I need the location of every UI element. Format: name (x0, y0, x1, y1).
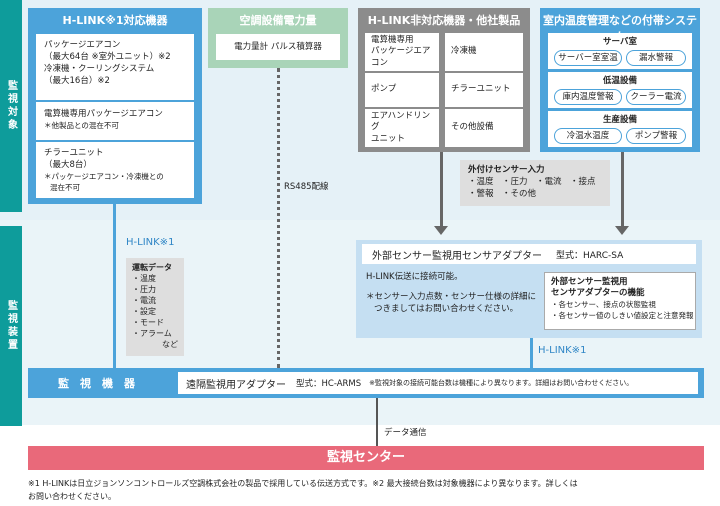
arrow-line-right (621, 152, 624, 228)
rs485-label: RS485配線 (284, 182, 329, 192)
ancillary-group-production: 生産設備 冷温水温度 ポンプ警報 (548, 111, 692, 147)
hlink-line-right (530, 338, 533, 370)
monitoring-center-bar: 監視センター (28, 446, 704, 470)
run-data-item: ・温度 (132, 274, 156, 283)
adapter-func-item: ・各センサー、接点の状態監視 (551, 300, 656, 309)
remote-adapter-note: ※監視対象の接続可能台数は機種により異なります。詳細はお問い合わせください。 (369, 379, 634, 387)
remote-adapter-box: 遠隔監視用アダプター 型式：HC-ARMS ※監視対象の接続可能台数は機種により… (178, 372, 698, 394)
hlink-box-chiller: チラーユニット （最大8台） ＊パッケージエアコン・冷凍機との 混在不可 (36, 142, 194, 198)
run-data-item: ・電流 (132, 296, 156, 305)
footnote-line: ※1 H-LINKは日立ジョンソンコントロールズ空調株式会社の製品で採用している… (28, 479, 578, 488)
adapter-desc: H-LINK伝送に接続可能。 (366, 272, 463, 282)
run-data-item: など (162, 340, 178, 349)
pill-freezer-temp: 庫内温度警報 (554, 89, 622, 105)
group-title: 低温設備 (602, 76, 637, 86)
non-hlink-cell: エアハンドリング ユニット (365, 109, 439, 147)
arrow-down-icon (615, 226, 629, 235)
non-hlink-cell: 電算機専用 パッケージエアコン (365, 33, 439, 71)
non-hlink-cell: 冷凍機 (445, 33, 523, 71)
run-data-item: ・設定 (132, 307, 156, 316)
adapter-func-title: センサアダプターの機能 (551, 288, 645, 298)
text-line: 冷凍機・クーリングシステム (44, 64, 155, 74)
sensor-adapter-title-bar: 外部センサー監視用センサアダプター 型式：HARC-SA (362, 244, 696, 264)
pill-water-temp: 冷温水温度 (554, 128, 622, 144)
hlink-label-right: H-LINK※1 (538, 345, 587, 356)
sensor-adapter-panel: 外部センサー監視用センサアダプター 型式：HARC-SA H-LINK伝送に接続… (356, 240, 702, 338)
text-line: （最大8台） (44, 160, 92, 170)
hlink-box-aircon: パッケージエアコン （最大64台 ※室外ユニット）※2 冷凍機・クーリングシステ… (36, 34, 194, 100)
hlink-label-left: H-LINK※1 (126, 237, 175, 248)
ancillary-group-lowtemp: 低温設備 庫内温度警報 クーラー電流 (548, 72, 692, 108)
pill-leak-alarm: 漏水警報 (626, 50, 686, 66)
pill-pump-alarm: ポンプ警報 (626, 128, 686, 144)
adapter-function-box: 外部センサー監視用 センサアダプターの機能 ・各センサー、接点の状態監視 ・各セ… (544, 272, 696, 330)
side-label-device: 監視装置 (0, 226, 22, 426)
text-line: 混在不可 (50, 183, 80, 192)
arrow-line-left (440, 152, 443, 228)
hlink-line-left (113, 204, 116, 370)
group-title: サーバ室 (603, 37, 637, 47)
ancillary-group-server: サーバ室 サーバー室室温 漏水警報 (548, 33, 692, 69)
hlink-devices-panel: H-LINK※1対応機器 パッケージエアコン （最大64台 ※室外ユニット）※2… (28, 8, 202, 204)
text-line: ＊他製品との混在不可 (44, 121, 119, 130)
non-hlink-header: H-LINK非対応機器・他社製品 (367, 14, 521, 27)
hlink-box-computer-aircon: 電算機専用パッケージエアコン ＊他製品との混在不可 (36, 102, 194, 140)
run-data-item: ・モード (132, 318, 164, 327)
remote-adapter-name: 遠隔監視用アダプター (186, 379, 286, 391)
rs485-dotted-line (277, 68, 280, 368)
text-line: （最大64台 ※室外ユニット）※2 (44, 52, 171, 62)
group-title: 生産設備 (602, 115, 637, 125)
sensor-input-line: ・温度 ・圧力 ・電流 ・接点 (468, 177, 596, 187)
non-hlink-cell: その他設備 (445, 109, 523, 147)
power-meter-item: 電力量計 パルス積算器 (216, 34, 340, 60)
run-data-box: 運転データ ・温度 ・圧力 ・電流 ・設定 ・モード ・アラーム など (126, 258, 184, 356)
text-line: パッケージエアコン (44, 40, 121, 50)
power-header: 空調設備電力量 (239, 14, 317, 27)
non-hlink-cell: ポンプ (365, 73, 439, 107)
data-comm-label: データ通信 (384, 428, 427, 438)
monitor-device-bar: 監 視 機 器 遠隔監視用アダプター 型式：HC-ARMS ※監視対象の接続可能… (28, 368, 704, 398)
text-line: （最大16台）※2 (44, 76, 110, 86)
sensor-adapter-model: 型式：HARC-SA (556, 250, 624, 261)
monitor-device-label: 監 視 機 器 (58, 377, 135, 390)
adapter-desc: つきましてはお問い合わせください。 (374, 304, 519, 314)
side-label-target: 監視対象 (0, 0, 22, 212)
footnote-line: お問い合わせください。 (28, 492, 116, 501)
adapter-desc: ＊センサー入力点数・センサー仕様の詳細に (366, 292, 537, 302)
non-hlink-cell: チラーユニット (445, 73, 523, 107)
run-data-item: ・アラーム (132, 329, 172, 338)
adapter-func-item: ・各センサー値のしきい値設定と注意発報 (551, 311, 694, 320)
sensor-adapter-title: 外部センサー監視用センサアダプター (372, 250, 542, 262)
sensor-input-title: 外付けセンサー入力 (468, 165, 545, 175)
run-data-title: 運転データ (132, 263, 172, 272)
text-line: チラーユニット (44, 148, 104, 158)
power-panel: 空調設備電力量 電力量計 パルス積算器 (208, 8, 348, 68)
data-comm-line (376, 398, 378, 446)
adapter-func-title: 外部センサー監視用 (551, 277, 628, 287)
text-line: 電算機専用パッケージエアコン (44, 109, 163, 119)
pill-cooler-current: クーラー電流 (626, 89, 686, 105)
run-data-item: ・圧力 (132, 285, 156, 294)
sensor-input-line: ・警報 ・その他 (468, 189, 537, 199)
arrow-down-icon (434, 226, 448, 235)
sensor-input-box: 外付けセンサー入力 ・温度 ・圧力 ・電流 ・接点 ・警報 ・その他 (460, 160, 610, 206)
hlink-devices-header: H-LINK※1対応機器 (62, 14, 168, 27)
pill-server-temp: サーバー室室温 (554, 50, 622, 66)
remote-adapter-model: 型式：HC-ARMS (296, 379, 362, 389)
text-line: ＊パッケージエアコン・冷凍機との (44, 172, 164, 181)
